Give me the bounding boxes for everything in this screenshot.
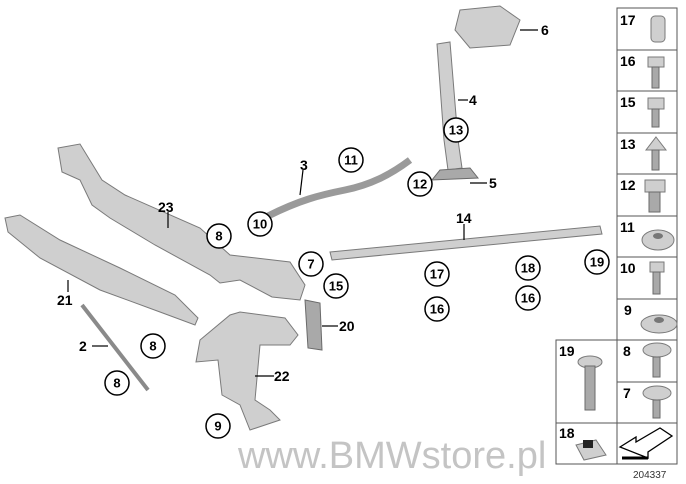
part-5-mount[interactable]	[430, 167, 480, 181]
svg-text:17: 17	[430, 267, 444, 282]
callout-10[interactable]: 10	[247, 211, 273, 237]
panel-item-12[interactable]: 12	[616, 173, 678, 217]
part-21-beam[interactable]	[4, 214, 199, 326]
part-23-crossmember[interactable]	[57, 143, 306, 301]
part-4-strut[interactable]	[436, 41, 463, 171]
label-20: 20	[339, 318, 355, 334]
svg-text:16: 16	[430, 302, 444, 317]
label-6: 6	[541, 22, 549, 38]
svg-text:15: 15	[329, 279, 343, 294]
part-14-bar[interactable]	[329, 225, 603, 261]
svg-text:10: 10	[253, 217, 267, 232]
callout-16[interactable]: 16	[424, 296, 450, 322]
svg-text:11: 11	[344, 153, 358, 168]
label-21: 21	[57, 292, 73, 308]
callout-13[interactable]: 13	[443, 117, 469, 143]
panel-item-7[interactable]: 7	[616, 381, 678, 424]
callout-8b[interactable]: 8	[140, 333, 166, 359]
svg-text:7: 7	[623, 385, 631, 401]
svg-text:19: 19	[559, 343, 575, 359]
panel-item-15[interactable]: 15	[616, 90, 678, 134]
svg-text:12: 12	[413, 177, 427, 192]
panel-item-11[interactable]: 11	[616, 215, 678, 258]
panel-item-17[interactable]: 17	[616, 7, 678, 51]
part-20-plate[interactable]	[304, 299, 323, 351]
label-4: 4	[469, 92, 477, 108]
leader-lines	[67, 29, 538, 377]
svg-text:13: 13	[449, 123, 463, 138]
svg-text:7: 7	[307, 257, 314, 272]
svg-text:10: 10	[620, 260, 636, 276]
panel-item-18[interactable]: 18	[555, 422, 618, 465]
svg-text:13: 13	[620, 136, 636, 152]
panel-item-19[interactable]: 19	[555, 339, 618, 424]
fastener-panel: 17 16 15 13 12 11 10 9 8 7 19 18	[555, 7, 678, 465]
panel-item-16[interactable]: 16	[616, 49, 678, 92]
part-6-bracket[interactable]	[454, 5, 521, 49]
callout-18[interactable]: 18	[515, 255, 541, 281]
svg-text:8: 8	[149, 339, 156, 354]
svg-text:19: 19	[590, 255, 604, 270]
callout-9[interactable]: 9	[205, 413, 231, 439]
panel-item-8[interactable]: 8	[616, 339, 678, 383]
callout-17[interactable]: 17	[424, 261, 450, 287]
svg-text:16: 16	[620, 53, 636, 69]
label-3: 3	[300, 157, 308, 173]
svg-text:15: 15	[620, 94, 636, 110]
panel-item-9[interactable]: 9	[616, 298, 678, 341]
label-14: 14	[456, 210, 472, 226]
svg-text:9: 9	[624, 302, 632, 318]
label-22: 22	[274, 368, 290, 384]
callout-15[interactable]: 15	[323, 273, 349, 299]
callout-19[interactable]: 19	[584, 249, 610, 275]
svg-text:9: 9	[214, 419, 221, 434]
callout-8[interactable]: 8	[206, 223, 232, 249]
callout-11[interactable]: 11	[338, 147, 364, 173]
panel-arrow-cell	[616, 422, 678, 465]
callout-16b[interactable]: 16	[515, 285, 541, 311]
panel-item-10[interactable]: 10	[616, 256, 678, 300]
callout-12[interactable]: 12	[407, 171, 433, 197]
part-3-brace[interactable]	[266, 157, 413, 220]
label-23: 23	[158, 199, 174, 215]
svg-text:17: 17	[620, 12, 636, 28]
svg-text:18: 18	[521, 261, 535, 276]
callout-7[interactable]: 7	[298, 251, 324, 277]
svg-text:12: 12	[620, 177, 636, 193]
part-22-bracket[interactable]	[195, 311, 299, 431]
svg-text:11: 11	[620, 219, 635, 235]
part-2-strut[interactable]	[80, 303, 150, 392]
svg-text:8: 8	[113, 376, 120, 391]
watermark: www.BMWstore.pl	[237, 435, 546, 477]
svg-text:8: 8	[623, 343, 631, 359]
callout-8c[interactable]: 8	[104, 370, 130, 396]
svg-text:16: 16	[521, 291, 535, 306]
label-5: 5	[489, 175, 497, 191]
svg-text:18: 18	[559, 425, 575, 441]
label-2: 2	[79, 338, 87, 354]
svg-text:8: 8	[215, 229, 222, 244]
panel-item-13[interactable]: 13	[616, 132, 678, 175]
reference-number: 204337	[633, 470, 667, 481]
